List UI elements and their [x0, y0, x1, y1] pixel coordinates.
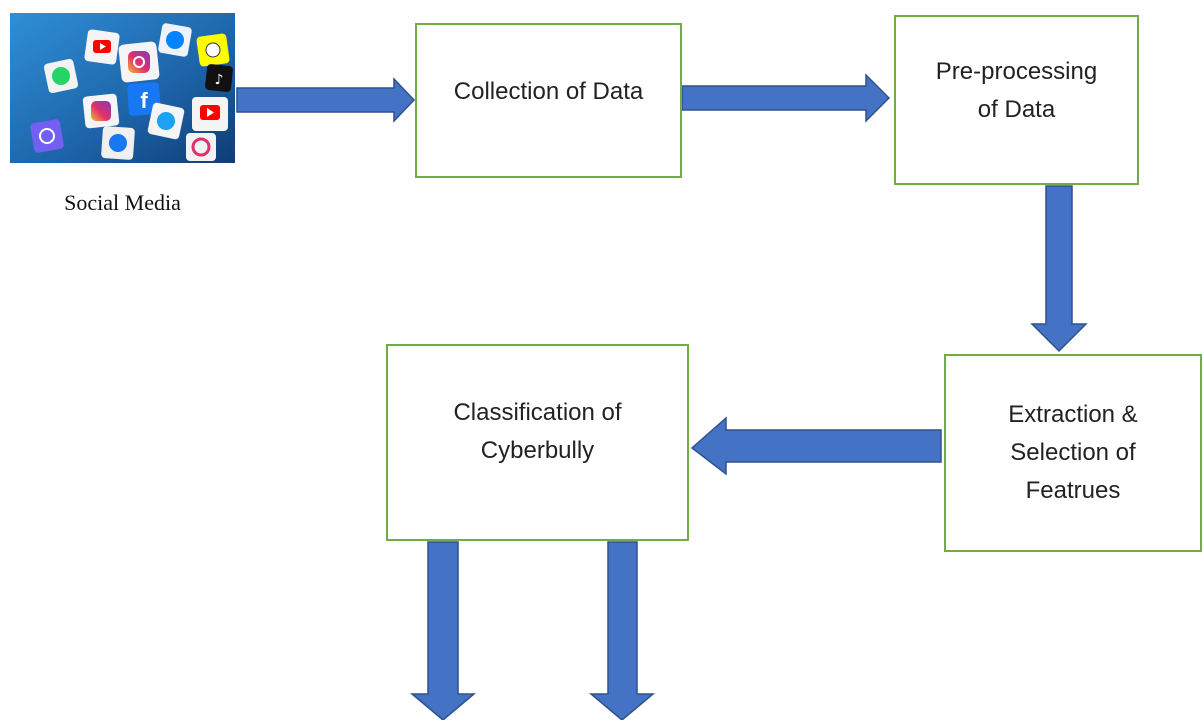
svg-text:♪: ♪	[215, 72, 224, 88]
cube-youtube-icon	[84, 29, 120, 65]
cube-twitter-icon	[147, 102, 185, 140]
cube-viber-icon	[30, 119, 64, 153]
arrow-left-icon	[690, 416, 942, 476]
cube-instagram-icon-2	[82, 93, 120, 129]
cube-instagram-icon	[118, 41, 160, 83]
cube-whatsapp-icon	[43, 58, 79, 94]
arrow-right-icon	[236, 77, 416, 123]
cube-tiktok-icon: ♪	[205, 64, 233, 92]
arrow-down-icon	[588, 541, 656, 720]
feature-extraction-box: Extraction & Selection of Featrues	[944, 354, 1202, 552]
cube-like-icon	[101, 126, 135, 160]
cube-youtube-icon-2	[192, 97, 228, 131]
arrow-down-icon	[1030, 185, 1088, 353]
collection-of-data-label: Collection of Data	[453, 78, 644, 105]
cube-google-icon	[186, 133, 216, 161]
social-media-image: ♪ f	[10, 13, 235, 163]
classification-label: Classification of Cyberbully	[453, 399, 622, 464]
feature-extraction-label: Extraction & Selection of Featrues	[1008, 401, 1138, 504]
cube-facebook-icon: f	[127, 82, 161, 116]
cube-snapchat-icon	[196, 33, 230, 67]
arrow-right-icon	[681, 73, 891, 123]
social-media-caption: Social Media	[64, 190, 181, 215]
svg-text:f: f	[140, 88, 148, 113]
arrow-down-icon	[409, 541, 477, 720]
classification-box: Classification of Cyberbully	[386, 344, 689, 541]
collection-of-data-box: Collection of Data	[415, 23, 682, 178]
cube-messenger-icon	[158, 23, 192, 57]
pre-processing-label: Pre-processing of Data	[935, 58, 1098, 123]
pre-processing-box: Pre-processing of Data	[894, 15, 1139, 185]
